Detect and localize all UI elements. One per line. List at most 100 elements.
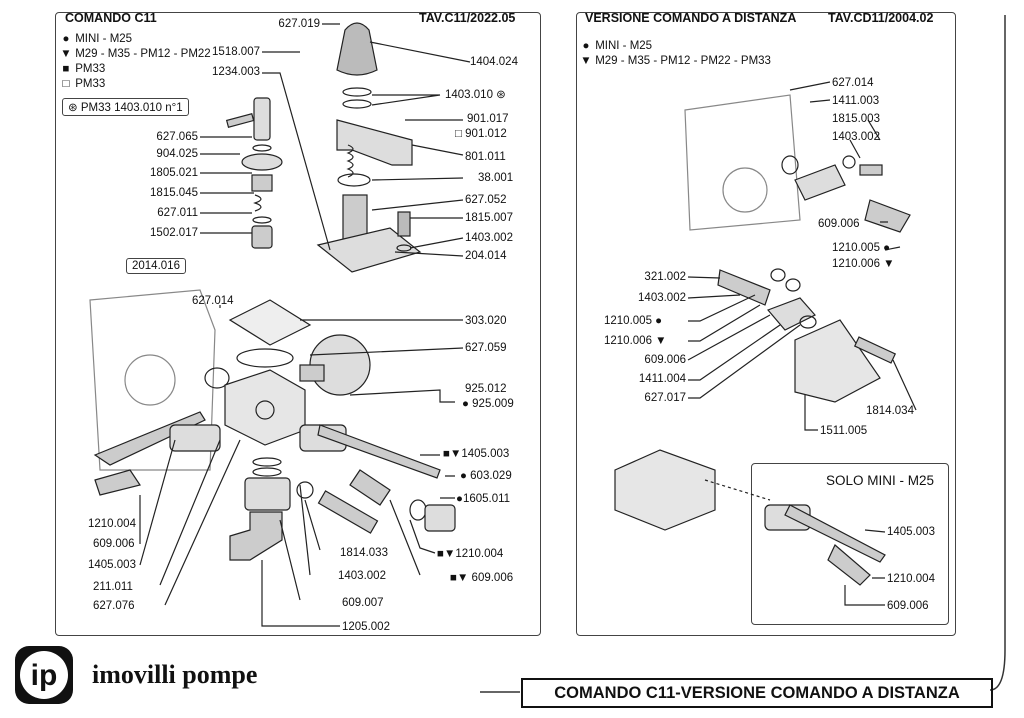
ball-valve-part bbox=[169, 424, 221, 452]
filled-square-symbol-icon: ■ bbox=[437, 548, 444, 560]
oring-part bbox=[342, 99, 372, 109]
part-label: 609.006 bbox=[887, 600, 929, 612]
part-label: 1403.002 bbox=[465, 232, 513, 244]
part-label: 925.012 bbox=[465, 383, 507, 395]
circle-symbol-icon: ● bbox=[655, 315, 663, 327]
triangle-symbol-icon: ▼ bbox=[443, 548, 456, 560]
circle-symbol-icon: ● bbox=[460, 470, 467, 482]
part-label: 1814.034 bbox=[866, 405, 914, 417]
logo-lettering: ip bbox=[31, 659, 58, 692]
part-label: 609.006 bbox=[644, 354, 686, 366]
filled-square-symbol-icon: ■ bbox=[443, 448, 450, 460]
part-label: 1411.004 bbox=[638, 373, 686, 385]
triangle-symbol-icon: ▼ bbox=[655, 335, 667, 347]
distributor-block-part bbox=[224, 369, 306, 446]
part-label: 1205.002 bbox=[342, 621, 390, 633]
triangle-symbol-icon: ▼ bbox=[60, 48, 72, 60]
valve-body-part bbox=[336, 119, 413, 166]
lever-part bbox=[784, 504, 886, 563]
lever-part bbox=[317, 424, 441, 479]
part-label: 1815.007 bbox=[465, 212, 513, 224]
part-label: 1210.004 bbox=[88, 518, 136, 530]
base-plate-part bbox=[316, 227, 422, 273]
part-label: 627.065 bbox=[156, 131, 198, 143]
triangle-symbol-icon: ▼ bbox=[883, 258, 895, 270]
nipple-part bbox=[424, 504, 456, 532]
filled-square-symbol-icon: ■ bbox=[450, 572, 457, 584]
right-diagram-panel bbox=[576, 12, 956, 636]
block-port bbox=[255, 400, 275, 420]
part-label: 1411.003 bbox=[832, 95, 880, 107]
right-table-number: TAV.CD11/2004.02 bbox=[828, 11, 934, 25]
part-label: 627.076 bbox=[93, 600, 135, 612]
asterisk-circle-icon: ⊛ bbox=[496, 89, 506, 101]
part-label: 1403.010 ⊛ bbox=[445, 89, 506, 101]
inset-solo-mini-panel bbox=[751, 463, 949, 625]
part-label: 1403.002 bbox=[832, 131, 880, 143]
company-logo: ip bbox=[14, 645, 74, 705]
hose-fitting-part bbox=[349, 469, 391, 506]
gasket-part bbox=[337, 173, 371, 187]
left-legend-mini: ● MINI - M25 bbox=[60, 33, 133, 46]
oring-part bbox=[252, 216, 272, 224]
part-label: 1404.024 bbox=[470, 56, 518, 68]
right-legend-m29: ▼ M29 - M35 - PM12 - PM22 - PM33 bbox=[580, 55, 771, 67]
part-label: 1234.003 bbox=[212, 66, 260, 78]
part-label: ● 603.029 bbox=[460, 470, 512, 482]
screw-part bbox=[397, 211, 411, 237]
part-label: 38.001 bbox=[478, 172, 514, 184]
oring-part bbox=[236, 348, 294, 368]
part-label: □ 901.012 bbox=[455, 128, 507, 140]
hose-fitting-part bbox=[864, 199, 911, 233]
part-label: ●1605.011 bbox=[456, 493, 511, 505]
part-label: 1502.017 bbox=[150, 227, 198, 239]
part-label: 801.011 bbox=[465, 151, 506, 163]
inset-title: SOLO MINI - M25 bbox=[826, 473, 935, 488]
right-legend-mini: ● MINI - M25 bbox=[580, 40, 653, 53]
circle-symbol-icon: ● bbox=[582, 40, 590, 52]
part-label: 1210.005 ● bbox=[604, 315, 663, 327]
left-legend-pm33-open: □ PM33 bbox=[60, 78, 106, 91]
part-label: 627.019 bbox=[278, 18, 320, 30]
part-label: ■▼ 609.006 bbox=[450, 572, 514, 584]
circle-symbol-icon: ● bbox=[62, 33, 70, 45]
part-label: 904.025 bbox=[156, 148, 198, 160]
triangle-symbol-icon: ▼ bbox=[449, 448, 462, 460]
part-label: 1405.003 bbox=[88, 559, 136, 571]
footer-title: COMANDO C11-VERSIONE COMANDO A DISTANZA bbox=[521, 678, 993, 708]
hose-fitting-part bbox=[827, 544, 871, 586]
washer-part bbox=[842, 155, 856, 169]
part-label: 321.002 bbox=[644, 271, 686, 283]
pump-port-outline bbox=[124, 354, 176, 406]
part-label: 627.014 bbox=[192, 295, 234, 307]
oring-part bbox=[342, 87, 372, 97]
company-name: imovilli pompe bbox=[92, 660, 258, 689]
washer-part bbox=[785, 278, 801, 292]
flange-part bbox=[794, 164, 846, 201]
part-label: ■▼1405.003 bbox=[443, 448, 510, 460]
part-label: 627.014 bbox=[832, 77, 874, 89]
part-label: 204.014 bbox=[465, 250, 507, 262]
part-label: 627.011 bbox=[157, 207, 198, 219]
part-label: 1210.006 ▼ bbox=[604, 335, 667, 347]
oring-part bbox=[409, 499, 427, 521]
oring-part bbox=[799, 315, 817, 329]
triangle-symbol-icon: ▼ bbox=[580, 55, 592, 67]
circle-symbol-icon: ● bbox=[456, 493, 463, 505]
banjo-fitting-part bbox=[717, 269, 771, 306]
left-legend-pm33-filled: ■ PM33 bbox=[60, 63, 106, 76]
part-label: ● 925.009 bbox=[462, 398, 514, 410]
screw-part bbox=[859, 164, 883, 176]
part-label: 627.052 bbox=[465, 194, 507, 206]
circle-symbol-icon: ● bbox=[883, 242, 891, 254]
pump-housing-outline bbox=[684, 94, 801, 231]
plug-part bbox=[251, 225, 273, 249]
left-diagram-panel bbox=[55, 12, 541, 636]
part-label: 1405.003 bbox=[887, 526, 935, 538]
right-title: VERSIONE COMANDO A DISTANZA bbox=[585, 11, 797, 25]
pump-housing-outline bbox=[89, 289, 216, 471]
bolt-part bbox=[853, 336, 897, 364]
left-legend-m29: ▼ M29 - M35 - PM12 - PM22 bbox=[60, 48, 211, 60]
bushing-part bbox=[251, 174, 273, 192]
